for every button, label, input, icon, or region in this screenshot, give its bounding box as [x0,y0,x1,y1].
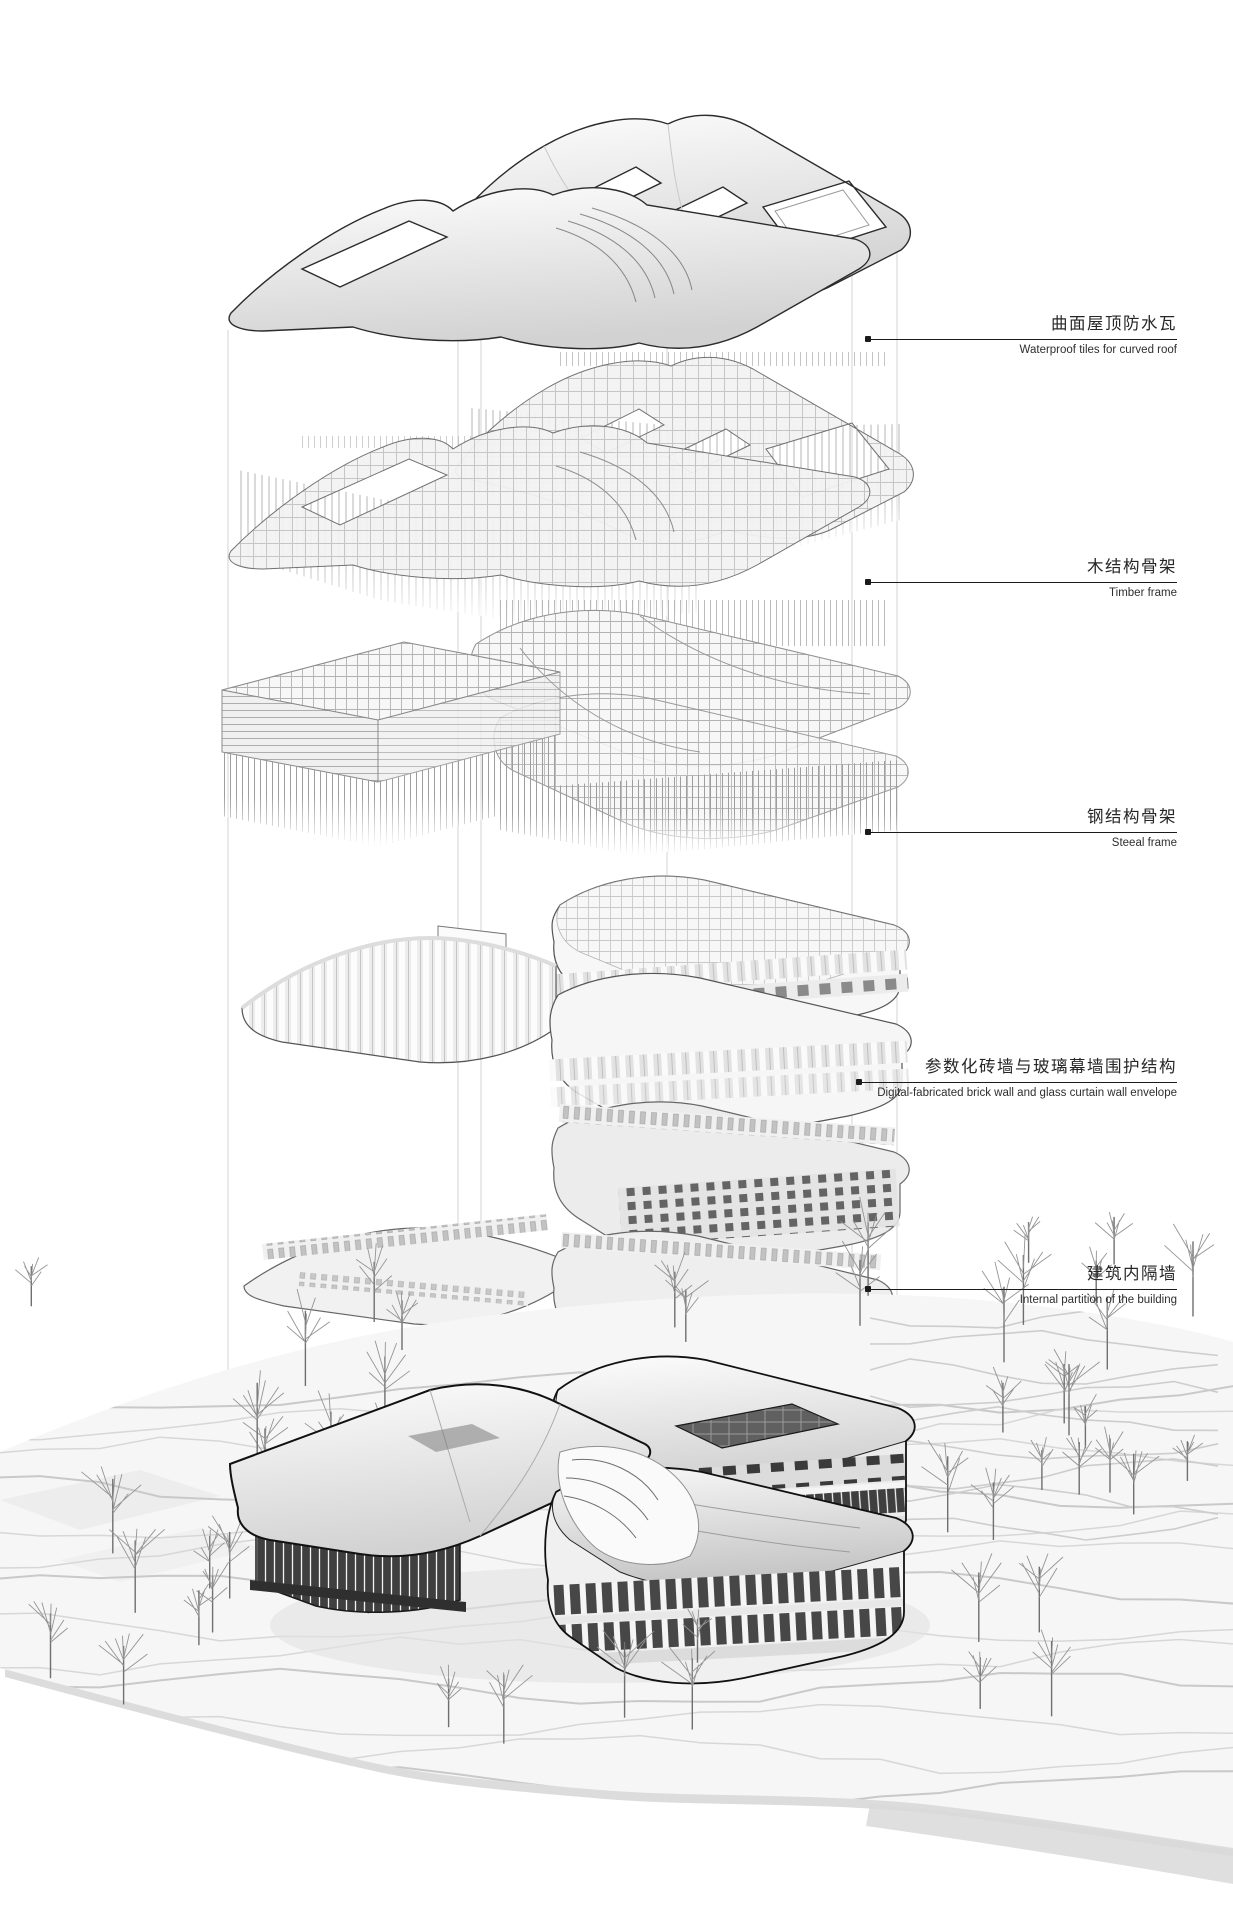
tree [1111,1450,1160,1515]
partition-walls-left-a [262,1214,549,1260]
annotation-envelope-zh: 参数化砖墙与玻璃幕墙围护结构 [925,1058,1177,1076]
tree [1094,1426,1124,1493]
tree [286,1288,331,1386]
annotation-internal-partition-en: Internal partition of the building [1019,1294,1177,1306]
layer-envelope [240,875,912,1139]
tree [183,1583,214,1646]
final-building [228,1355,916,1685]
tree [1048,1348,1100,1436]
roof-fan-fold [555,207,693,303]
tree [436,1664,462,1728]
envelope-wing-left [241,937,557,1064]
annotation-steel-frame-leader-line [865,829,1177,835]
tree [981,1261,1029,1363]
tree [1164,1223,1215,1317]
annotation-steel-frame: 钢结构骨架 Steeal frame [865,807,1177,850]
tree [232,1370,285,1460]
timber-roof-left [228,425,871,588]
layer-timber-frame [228,352,914,628]
building-wing-left [228,1383,652,1613]
tree [840,1196,893,1296]
tree [1094,1211,1134,1265]
terrain-escarpment [866,1804,1233,1884]
envelope-bottom-bands [549,1040,910,1108]
tree [654,1252,693,1328]
tree [207,1515,250,1599]
timber-fan-fold [555,451,675,541]
annotation-roof-tiles: 曲面屋顶防水瓦 Waterproof tiles for curved roof [865,314,1177,357]
tree [682,1608,713,1663]
tree [921,1439,969,1533]
layer-roof-tiles [228,114,911,350]
steel-trusses [519,615,871,753]
tree [15,1257,48,1307]
tree [386,1290,419,1350]
tree [1032,1629,1071,1717]
annotation-roof-tiles-en: Waterproof tiles for curved roof [1019,344,1177,356]
tree [951,1553,1002,1642]
annotation-timber-frame: 木结构骨架 Timber frame [865,557,1177,600]
tree [1172,1434,1204,1481]
annotation-envelope-leader-line [856,1079,1177,1085]
tree [193,1528,225,1589]
tree [81,1466,142,1554]
tree [486,1664,533,1744]
steel-left-block [221,641,561,783]
annotation-timber-frame-en: Timber frame [1109,587,1177,599]
tree [1081,1246,1112,1301]
annotation-timber-frame-leader-line [865,579,1177,585]
annotation-internal-partition-zh: 建筑内隔墙 [1087,1265,1177,1283]
steel-columns [222,734,898,855]
tree [1018,1553,1064,1633]
tree [1044,1351,1079,1424]
partition-walls-left-b [298,1272,530,1306]
partition-walls-top-right [558,1104,896,1146]
envelope-left-parapet [240,935,557,1010]
annotation-steel-frame-zh: 钢结构骨架 [1087,808,1177,826]
tree [1062,1436,1102,1495]
tree [970,1467,1015,1540]
tree [835,1240,880,1326]
annotation-timber-frame-zh: 木结构骨架 [1087,558,1177,576]
annotation-steel-frame-en: Steeal frame [1111,837,1177,849]
tree [1013,1216,1041,1263]
tree [661,1646,716,1730]
tree [1073,1393,1098,1449]
partition-walls-bottom [560,1232,882,1271]
tree [985,1366,1022,1433]
building-wing-bottom-outline [544,1466,914,1685]
trees-front [28,1553,1071,1744]
tree [109,1528,165,1613]
annotation-roof-tiles-zh: 曲面屋顶防水瓦 [1051,315,1177,333]
roof-plate-left [228,187,871,350]
annotation-envelope-en: Digital-fabricated brick wall and glass … [877,1087,1177,1099]
partition-window-grid [618,1168,900,1246]
annotation-internal-partition-leader-line [865,1286,1177,1292]
tree [963,1651,997,1709]
tree [596,1630,655,1718]
tree [196,1561,229,1633]
annotation-internal-partition: 建筑内隔墙 Internal partition of the building [865,1264,1177,1307]
layer-steel-frame [221,600,911,855]
tree [1087,1288,1126,1370]
annotation-envelope: 参数化砖墙与玻璃幕墙围护结构 Digital-fabricated brick … [856,1057,1177,1100]
annotation-roof-tiles-leader-line [865,336,1177,342]
tree [28,1601,68,1679]
building-fan-fold [557,1446,700,1565]
tree [665,1279,709,1342]
tree [1028,1437,1054,1490]
site [0,1196,1233,1884]
tree [355,1243,393,1322]
tree [98,1633,148,1705]
